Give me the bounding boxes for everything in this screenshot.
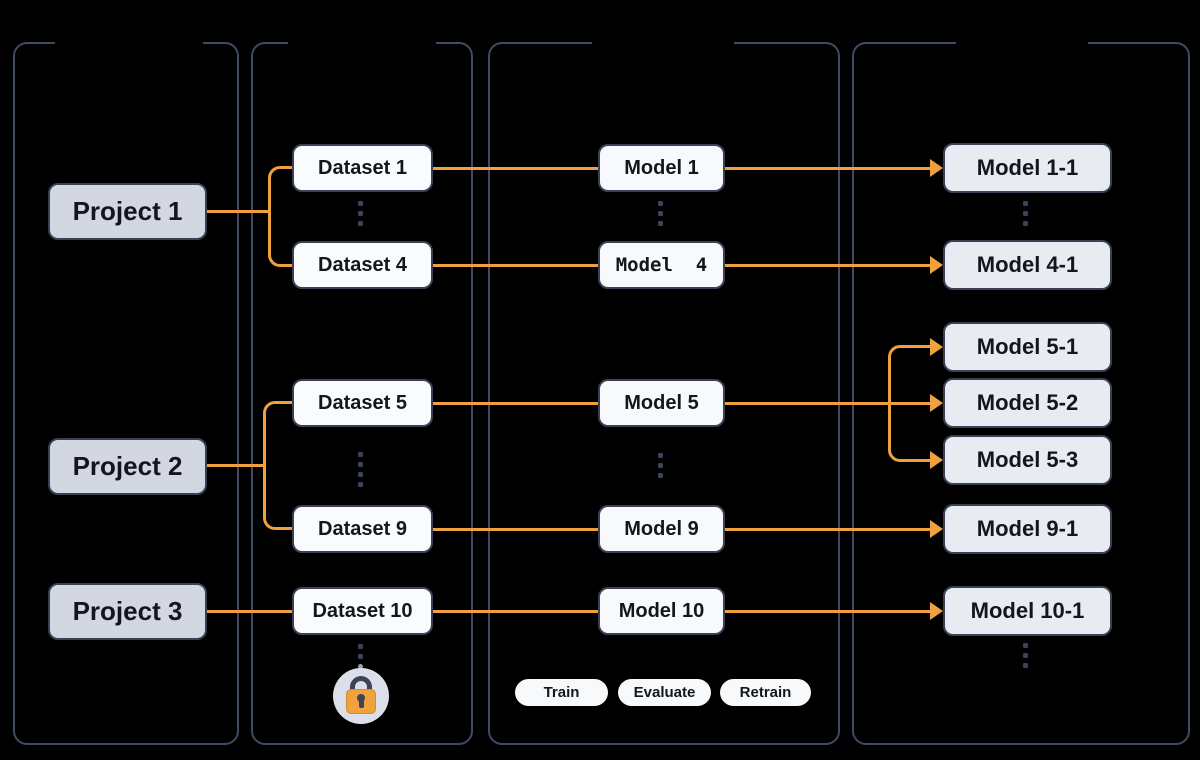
ellipsis-outputs-1-4-icon: [1023, 201, 1028, 226]
model-4-box: Model 4: [598, 241, 725, 289]
dataset-9-box: Dataset 9: [292, 505, 433, 553]
model-9-1-box: Model 9-1: [943, 504, 1112, 554]
ellipsis-output-10-icon: [1023, 643, 1028, 668]
arrow-dataset5-to-model5: [431, 402, 598, 405]
ellipsis-models-1-4-icon: [658, 201, 663, 226]
model-5-box: Model 5: [598, 379, 725, 427]
lock-shackle: [350, 676, 372, 694]
arrowhead-model1-1-icon: [930, 159, 943, 177]
model-10-box: Model 10: [598, 587, 725, 635]
ellipsis-models-5-9-icon: [658, 453, 663, 478]
train-pill: Train: [515, 679, 608, 706]
ellipsis-datasets-5-9-icon: [358, 452, 363, 487]
lock-keyhole: [357, 694, 365, 702]
arrow-model5-branch: [888, 345, 930, 462]
arrowhead-model5-1-icon: [930, 338, 943, 356]
project-3-box: Project 3: [48, 583, 207, 640]
model-1-box: Model 1: [598, 144, 725, 192]
arrow-project1-stem: [207, 210, 268, 213]
arrow-project2-branch: [263, 401, 292, 530]
project-1-box: Project 1: [48, 183, 207, 240]
model-5-1-box: Model 5-1: [943, 322, 1112, 372]
arrowhead-model5-2-icon: [930, 394, 943, 412]
arrow-model1-to-model1-1: [723, 167, 930, 170]
dataset-10-box: Dataset 10: [292, 587, 433, 635]
ellipsis-datasets-1-4-icon: [358, 201, 363, 226]
arrow-model10-to-model10-1: [723, 610, 930, 613]
panel-title-gap: [55, 39, 203, 47]
arrow-dataset10-to-model10: [431, 610, 598, 613]
model-5-3-box: Model 5-3: [943, 435, 1112, 485]
model-10-1-box: Model 10-1: [943, 586, 1112, 636]
arrow-dataset4-to-model4: [431, 264, 598, 267]
dataset-4-box: Dataset 4: [292, 241, 433, 289]
arrow-project2-stem: [207, 464, 263, 467]
model-5-2-box: Model 5-2: [943, 378, 1112, 428]
arrow-dataset1-to-model1: [431, 167, 598, 170]
panel-title-gap: [288, 39, 436, 47]
retrain-pill: Retrain: [720, 679, 811, 706]
panel-title-gap: [592, 39, 734, 47]
arrowhead-model4-1-icon: [930, 256, 943, 274]
project-2-box: Project 2: [48, 438, 207, 495]
dataset-1-box: Dataset 1: [292, 144, 433, 192]
arrow-model5-to-model5-2: [723, 402, 930, 405]
ellipsis-dataset-10-icon: [358, 644, 363, 669]
arrow-model9-to-model9-1: [723, 528, 930, 531]
arrow-project3-to-dataset10: [207, 610, 292, 613]
arrowhead-model10-1-icon: [930, 602, 943, 620]
model-9-box: Model 9: [598, 505, 725, 553]
lock-keyhole-stem: [359, 699, 364, 708]
arrow-dataset9-to-model9: [431, 528, 598, 531]
model-4-1-box: Model 4-1: [943, 240, 1112, 290]
dataset-5-box: Dataset 5: [292, 379, 433, 427]
evaluate-pill: Evaluate: [618, 679, 711, 706]
arrow-model4-to-model4-1: [723, 264, 930, 267]
arrowhead-model9-1-icon: [930, 520, 943, 538]
panel-title-gap: [956, 39, 1088, 47]
arrow-project1-branch: [268, 166, 292, 267]
model-1-1-box: Model 1-1: [943, 143, 1112, 193]
arrowhead-model5-3-icon: [930, 451, 943, 469]
